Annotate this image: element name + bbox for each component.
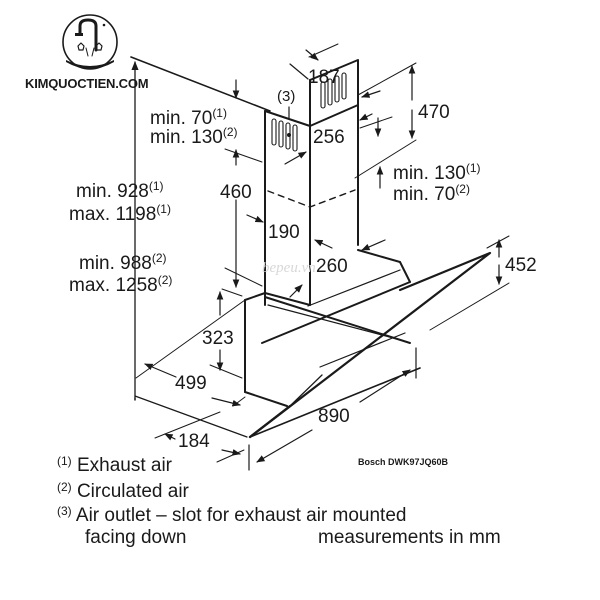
site-brand: KIMQUOCTIEN.COM <box>25 76 149 91</box>
dim-chimney-depth: 187 <box>308 67 340 88</box>
watermark: bepeu.vn <box>262 260 316 276</box>
legend-item-air-outlet: (3) Air outlet – slot for exhaust air mo… <box>57 504 407 526</box>
right-clearance-line2: min. 70(2) <box>393 182 470 205</box>
dim-inner-chimney-depth: 260 <box>316 256 348 277</box>
model-label: Bosch DWK97JQ60B <box>358 457 449 467</box>
dim-glass-height: 452 <box>505 255 537 276</box>
faucet-logo-icon <box>62 14 118 70</box>
dim-width: 890 <box>318 406 350 427</box>
dim-body-depth: 499 <box>175 373 207 394</box>
air-outlet-ref: (3) <box>277 88 296 105</box>
dim-body-height: 323 <box>202 328 234 349</box>
dim-front-depth: 184 <box>178 431 210 452</box>
dim-inner-chimney-width: 190 <box>268 222 300 243</box>
dim-chimney-width: 256 <box>313 127 345 148</box>
legend-item-air-outlet-cont: facing down <box>85 527 187 548</box>
total-height-circulated-min: min. 988(2) <box>79 251 167 274</box>
total-height-exhaust-min: min. 928(1) <box>76 179 164 202</box>
legend-item-circulated: (2) Circulated air <box>57 480 189 502</box>
total-height-exhaust-max: max. 1198(1) <box>69 202 171 225</box>
units-note: measurements in mm <box>318 527 501 548</box>
top-clearance-line1: min. 70(1) <box>150 106 227 129</box>
right-clearance-line1: min. 130(1) <box>393 161 481 184</box>
total-height-circulated-max: max. 1258(2) <box>69 273 173 296</box>
dim-chimney-upper-height: 470 <box>418 102 450 123</box>
legend-item-exhaust: (1) Exhaust air <box>57 454 172 476</box>
top-clearance-line2: min. 130(2) <box>150 125 238 148</box>
dim-chimney-lower-height: 460 <box>220 182 252 203</box>
